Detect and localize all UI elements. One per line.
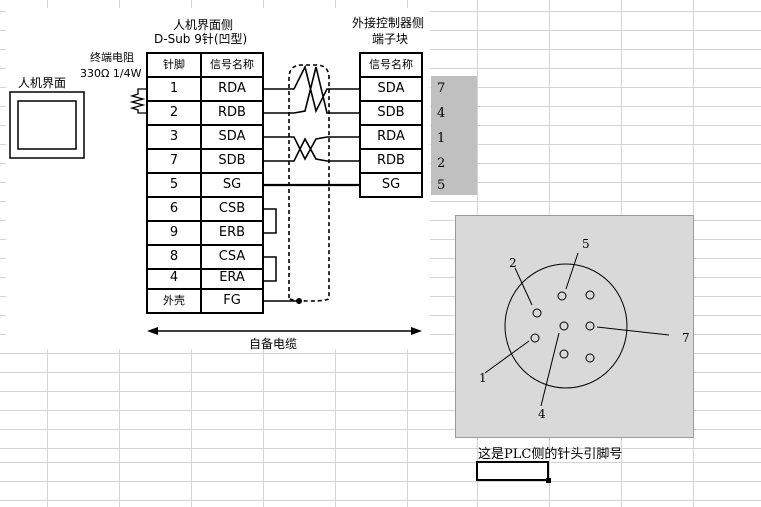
hmi-side-subtitle: D-Sub 9针(凹型) [154, 32, 248, 46]
hmi-pin-cell: 7 [169, 153, 179, 168]
hmi-signal-cell: RDA [218, 81, 246, 96]
hmi-signal-cell: ERA [219, 270, 245, 285]
plc-caption[interactable]: 这是PLC侧的针头引脚号 [478, 447, 623, 462]
cable-label: 自备电缆 [249, 337, 298, 351]
side-number-cell[interactable]: 1 [437, 131, 446, 146]
plc-pin-label: 2 [509, 256, 517, 270]
side-number-cell[interactable]: 4 [437, 106, 446, 121]
plc-pin-label: 7 [682, 331, 690, 345]
hmi-signal-cell: SDB [218, 153, 246, 168]
hmi-signal-cell: FG [223, 293, 241, 308]
ext-signal-cell: RDA [377, 129, 405, 144]
terminator-label: 终端电阻 [90, 51, 134, 64]
hmi-pin-cell: 2 [169, 105, 179, 120]
side-number-cell[interactable]: 2 [437, 156, 446, 171]
hmi-pin-cell: 1 [169, 81, 179, 96]
terminator-value: 330Ω 1/4W [80, 67, 142, 80]
pin-hole [557, 291, 567, 301]
side-number-cell[interactable]: 7 [437, 81, 446, 96]
plc-pin-label: 1 [479, 371, 487, 385]
hmi-signal-cell: SG [222, 177, 242, 192]
hmi-pin-cell: 6 [169, 201, 179, 216]
wiring-diagram-image[interactable]: 人机界面 人机界面侧 D-Sub 9针(凹型) 终端电阻 330Ω 1/4W 外… [6, 8, 430, 351]
side-number-cell[interactable]: 5 [437, 178, 446, 193]
hmi-pin-cell: 4 [169, 270, 179, 285]
hmi-pin-cell: 3 [169, 129, 179, 144]
ext-signal-cell: SDA [377, 81, 405, 96]
ext-side-title: 外接控制器侧 [352, 16, 425, 30]
hmi-pin-cell: 5 [169, 177, 179, 192]
ext-signal-cell: SG [381, 177, 401, 192]
plc-pin-label: 4 [538, 407, 546, 421]
wiring-lines [9, 52, 423, 335]
plc-pin-label: 5 [582, 237, 590, 251]
plc-connector-drawing [484, 252, 670, 407]
selected-cell[interactable] [476, 461, 549, 481]
fill-handle[interactable] [546, 478, 551, 483]
hmi-pin-cell: 9 [169, 225, 179, 240]
col-header-pin: 针脚 [163, 58, 185, 71]
col-header-ext-signal: 信号名称 [369, 58, 413, 71]
pin-hole [532, 308, 542, 318]
hmi-signal-cell: CSA [218, 249, 246, 264]
pin-hole [559, 321, 569, 331]
plc-connector-panel[interactable]: 5 2 1 4 7 [455, 215, 694, 438]
highlight-cells [431, 76, 477, 195]
hmi-signal-cell: CSB [218, 201, 246, 216]
ext-signal-cell: RDB [377, 153, 405, 168]
pin-hole [530, 333, 540, 343]
pin-hole [559, 349, 569, 359]
hmi-side-title: 人机界面侧 [173, 18, 234, 32]
pin-hole [585, 353, 595, 363]
pin-hole [585, 290, 595, 300]
fg-junction-dot [296, 298, 302, 304]
hmi-signal-cell: RDB [218, 105, 246, 120]
hmi-signal-cell: SDA [218, 129, 246, 144]
hmi-pin-cell: 8 [169, 249, 179, 264]
hmi-label: 人机界面 [18, 76, 67, 90]
hmi-signal-cell: ERB [218, 225, 246, 240]
hmi-pin-cell: 外壳 [163, 294, 185, 307]
col-header-signal: 信号名称 [210, 58, 254, 71]
ext-signal-cell: SDB [377, 105, 405, 120]
pin-hole [585, 321, 595, 331]
ext-side-subtitle: 端子块 [372, 32, 409, 46]
